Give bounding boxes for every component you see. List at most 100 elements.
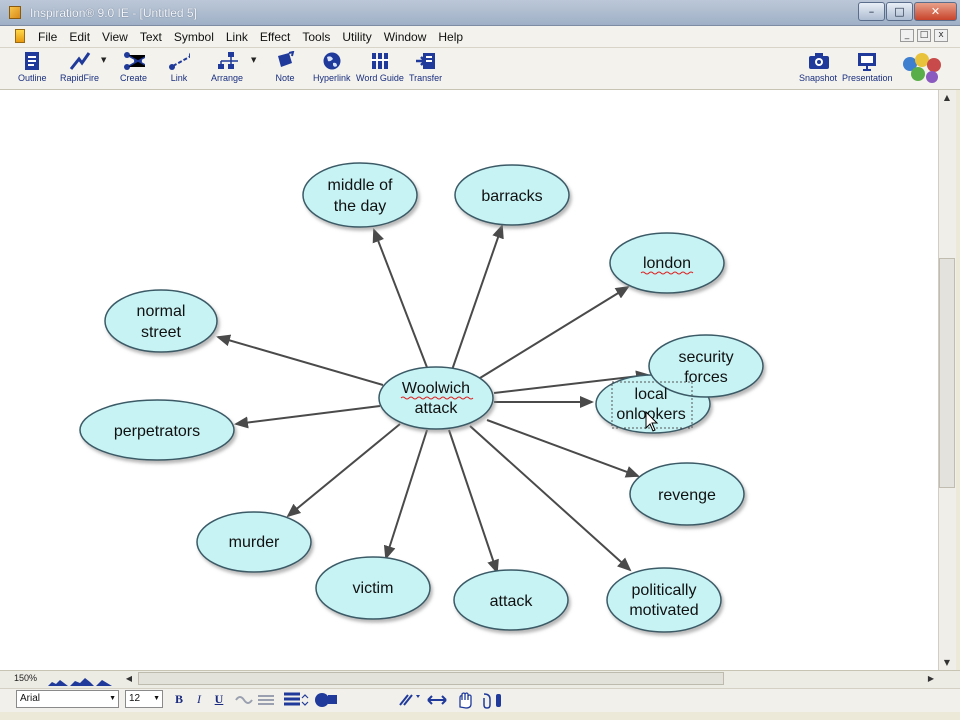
link-button[interactable]: Link (168, 50, 190, 88)
arrange-button[interactable]: Arrange (211, 50, 243, 88)
horizontal-scroll-thumb[interactable] (138, 672, 724, 685)
scroll-left-arrow-icon[interactable]: ◀ (125, 674, 133, 683)
link-to-victim[interactable] (383, 429, 428, 560)
create-button[interactable]: Create (120, 50, 147, 88)
menu-view[interactable]: View (102, 30, 128, 44)
note-icon (274, 50, 296, 72)
link-to-normal-street[interactable] (216, 334, 384, 386)
app-icon[interactable] (9, 6, 21, 19)
maximize-button[interactable]: □ (886, 2, 913, 21)
link-to-security-forces[interactable] (493, 370, 650, 394)
menu-effect[interactable]: Effect (259, 30, 291, 44)
menu-tools[interactable]: Tools (302, 30, 331, 44)
label-perpetrators: perpetrators (114, 423, 200, 440)
mouse-cursor-icon (645, 410, 659, 432)
font-family-select[interactable]: Arial ▼ (16, 690, 119, 708)
snapshot-button[interactable]: Snapshot (799, 50, 837, 88)
scroll-right-arrow-icon[interactable]: ▶ (927, 674, 935, 683)
outline-button[interactable]: Outline (18, 50, 47, 88)
label-revenge: revenge (658, 487, 716, 504)
font-dropdown-icon: ▼ (109, 695, 116, 702)
menu-link[interactable]: Link (225, 30, 248, 44)
link-label: Link (170, 73, 188, 83)
node-barracks[interactable] (454, 164, 570, 226)
battery-icon (496, 694, 501, 707)
node-revenge[interactable] (629, 462, 745, 526)
label-street-line1: normal (137, 303, 186, 320)
hyperlink-label: Hyperlink (313, 73, 351, 83)
label-political-line2: motivated (629, 602, 698, 619)
presentation-button[interactable]: Presentation (842, 50, 893, 88)
document-icon[interactable] (15, 29, 25, 43)
link-icon (168, 50, 190, 72)
link-to-perpetrators[interactable] (234, 405, 381, 429)
vertical-scroll-thumb[interactable] (939, 258, 955, 488)
arrange-dropdown-icon[interactable]: ▼ (251, 56, 257, 64)
size-dropdown-icon: ▼ (153, 695, 160, 702)
menu-text[interactable]: Text (139, 30, 162, 44)
bold-button[interactable]: B (174, 692, 183, 706)
doc-restore-button[interactable]: □ (917, 29, 931, 42)
node-middle-of-the-day[interactable] (302, 162, 418, 228)
minimize-button[interactable]: – (858, 2, 885, 21)
presentation-label: Presentation (842, 73, 893, 83)
node-normal-street[interactable] (104, 289, 218, 353)
link-to-murder[interactable] (286, 423, 401, 518)
font-size-select[interactable]: 12 ▼ (125, 690, 163, 708)
presentation-icon (856, 50, 878, 72)
doc-minimize-button[interactable]: _ (900, 29, 914, 42)
scroll-down-arrow-icon[interactable]: ▼ (943, 658, 951, 667)
underline-button[interactable]: U (214, 692, 224, 706)
link-to-barracks[interactable] (451, 224, 504, 371)
node-attack[interactable] (453, 569, 569, 631)
node-shapes (79, 162, 764, 633)
menu-items: File Edit View Text Symbol Link Effect T… (38, 30, 475, 44)
link-to-middle-of-the-day[interactable] (372, 228, 429, 371)
node-perpetrators[interactable] (79, 399, 235, 461)
main-toolbar (0, 48, 960, 90)
close-button[interactable]: ✕ (914, 2, 957, 21)
menu-symbol[interactable]: Symbol (173, 30, 214, 44)
node-woolwich-attack[interactable] (378, 366, 494, 430)
transfer-button[interactable]: Transfer (409, 50, 442, 88)
label-security-line1: security (678, 349, 733, 366)
scroll-up-arrow-icon[interactable]: ▲ (943, 93, 951, 102)
menu-help[interactable]: Help (438, 30, 464, 44)
spellcheck-underline-woolwich (400, 396, 474, 400)
rapidfire-label: RapidFire (60, 73, 100, 83)
rapidfire-dropdown-icon[interactable]: ▼ (101, 56, 107, 64)
italic-button[interactable]: I (197, 692, 201, 706)
link-to-london[interactable] (479, 285, 630, 379)
rapidfire-button[interactable]: RapidFire (60, 50, 99, 88)
note-button[interactable]: Note (274, 50, 296, 88)
link-to-attack[interactable] (448, 429, 499, 574)
links (216, 224, 650, 574)
format-tools (234, 690, 384, 710)
spellcheck-underline-london (640, 271, 694, 275)
menu-window[interactable]: Window (383, 30, 427, 44)
line-weight-icon (284, 692, 300, 706)
snapshot-label: Snapshot (799, 73, 838, 83)
zoom-slider-icon[interactable] (48, 674, 114, 692)
link-to-politically-motivated[interactable] (469, 425, 632, 572)
doc-close-button[interactable]: x (934, 29, 948, 42)
label-middle-line2: the day (334, 198, 386, 215)
menu-edit[interactable]: Edit (69, 30, 91, 44)
menu-utility[interactable]: Utility (342, 30, 372, 44)
line-spacing-icon (258, 695, 274, 705)
node-politically-motivated[interactable] (606, 567, 722, 633)
menu-file[interactable]: File (38, 30, 58, 44)
note-label: Note (275, 73, 295, 83)
node-london[interactable] (609, 232, 725, 294)
word-guide-label: Word Guide (356, 73, 404, 83)
hyperlink-button[interactable]: Hyperlink (313, 50, 351, 88)
node-murder[interactable] (196, 511, 312, 573)
node-victim[interactable] (315, 556, 431, 620)
arrange-icon (216, 50, 239, 72)
mascot-logo (896, 50, 948, 86)
word-guide-button[interactable]: Word Guide (356, 50, 404, 88)
link-to-revenge[interactable] (486, 419, 640, 478)
arrange-label: Arrange (211, 73, 244, 83)
concept-map: middle of the day barracks london securi… (79, 162, 764, 633)
